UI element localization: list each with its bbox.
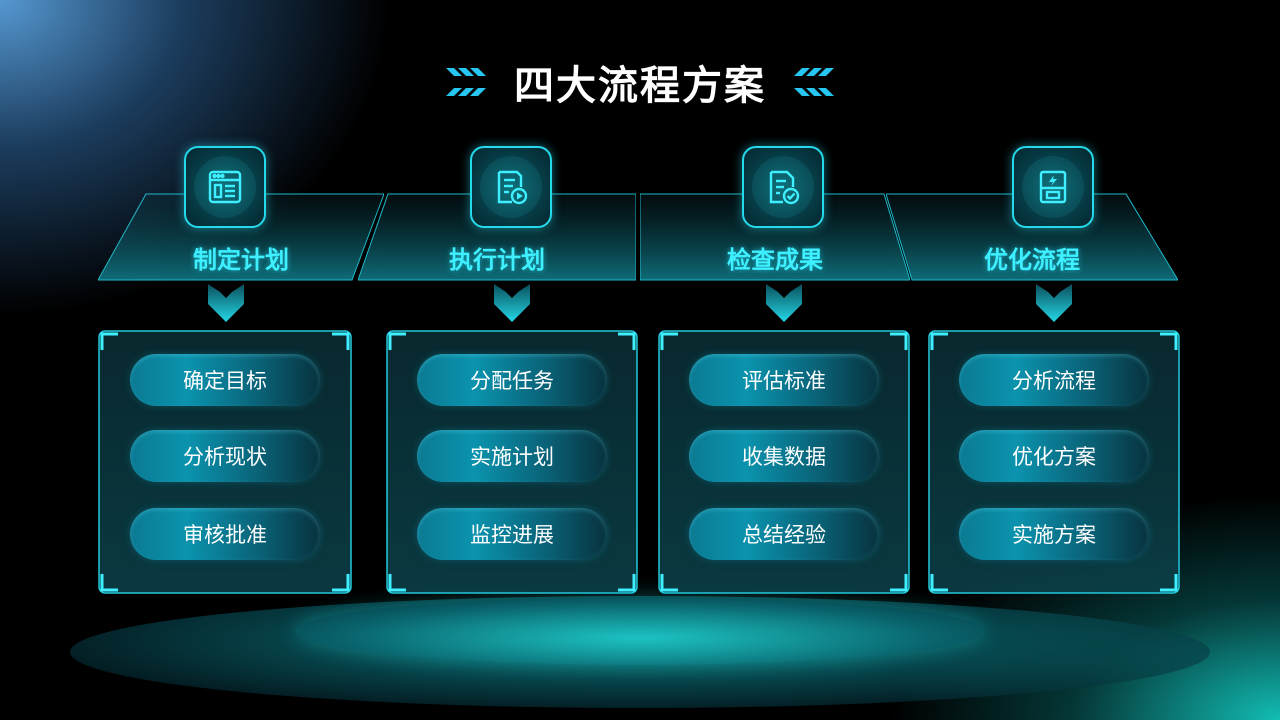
list-item: 确定目标 xyxy=(130,354,320,406)
step-1-icon-box xyxy=(184,146,266,228)
list-item: 分配任务 xyxy=(417,354,607,406)
step-2-panel: 分配任务 实施计划 监控进展 xyxy=(384,328,640,596)
step-3-header: 检查成果 xyxy=(640,192,910,282)
stage-platform-inner xyxy=(295,597,985,665)
list-item: 评估标准 xyxy=(689,354,879,406)
chevrons-left-icon xyxy=(794,68,834,96)
step-4-panel: 分析流程 优化方案 实施方案 xyxy=(926,328,1182,596)
step-1-label: 制定计划 xyxy=(193,246,289,274)
step-3-icon-box xyxy=(742,146,824,228)
list-item: 分析流程 xyxy=(959,354,1149,406)
title-row: 四大流程方案 xyxy=(0,56,1280,109)
browser-window-icon xyxy=(208,170,242,204)
list-item: 优化方案 xyxy=(959,430,1149,482)
step-1-header: 制定计划 xyxy=(98,192,384,282)
list-item: 收集数据 xyxy=(689,430,879,482)
step-1-panel: 确定目标 分析现状 审核批准 xyxy=(96,328,354,596)
list-item: 实施计划 xyxy=(417,430,607,482)
list-item: 总结经验 xyxy=(689,508,879,560)
step-4-label: 优化流程 xyxy=(984,246,1080,274)
list-item: 审核批准 xyxy=(130,508,320,560)
chevrons-right-icon xyxy=(446,68,486,96)
page-title: 四大流程方案 xyxy=(514,63,766,109)
step-4-icon-box xyxy=(1012,146,1094,228)
list-item: 监控进展 xyxy=(417,508,607,560)
step-3-label: 检查成果 xyxy=(727,246,823,274)
step-2-icon-box xyxy=(470,146,552,228)
step-2-down-arrow-icon xyxy=(494,284,530,322)
list-item: 实施方案 xyxy=(959,508,1149,560)
document-check-icon xyxy=(769,170,800,205)
step-4-down-arrow-icon xyxy=(1036,284,1072,322)
list-item: 分析现状 xyxy=(130,430,320,482)
step-1-down-arrow-icon xyxy=(208,284,244,322)
step-2-header: 执行计划 xyxy=(358,192,636,282)
step-2-label: 执行计划 xyxy=(449,246,545,274)
lightning-cabinet-icon xyxy=(1039,170,1067,204)
step-3-panel: 评估标准 收集数据 总结经验 xyxy=(656,328,912,596)
step-3-down-arrow-icon xyxy=(766,284,802,322)
document-play-icon xyxy=(497,170,528,205)
